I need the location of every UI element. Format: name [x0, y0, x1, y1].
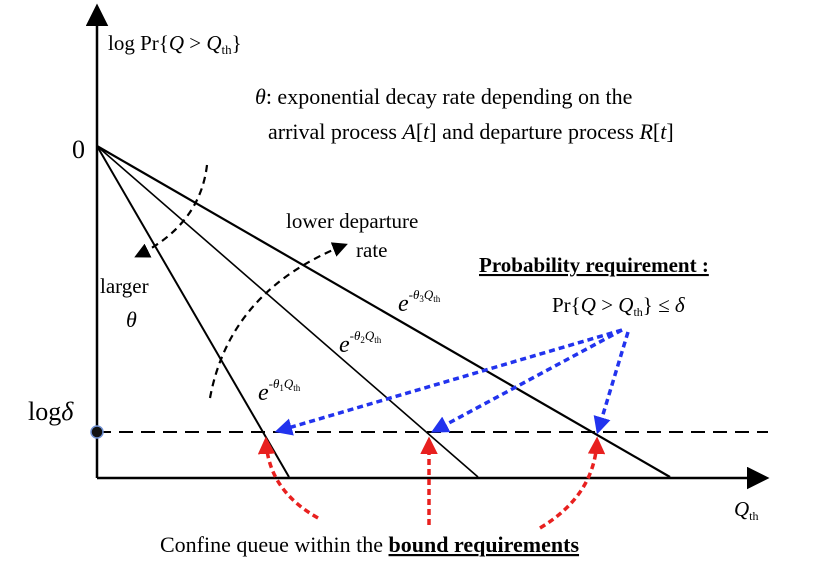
- larger-label: larger: [100, 274, 149, 298]
- lower-departure-rate-label: rate: [356, 238, 387, 262]
- decay-line-theta2: [96, 145, 479, 478]
- larger-theta-symbol: θ: [126, 307, 137, 332]
- x-axis-label: Qth: [734, 497, 759, 523]
- log-delta-point: [90, 425, 104, 439]
- probability-requirement-formula: Pr{Q > Qth} ≤ δ: [552, 293, 686, 319]
- decay-line-theta1: [96, 145, 290, 478]
- red-arrow-to-theta3: [539, 436, 606, 530]
- curve-label-theta3: e-θ3Qth: [398, 287, 441, 317]
- bottom-caption: Confine queue within the bound requireme…: [160, 532, 579, 557]
- zero-label: 0: [72, 135, 85, 164]
- theta-note-line1: θ: exponential decay rate depending on t…: [255, 84, 632, 109]
- curve-label-theta2: e-θ2Qth: [339, 328, 382, 358]
- log-delta-label: logδ: [28, 397, 74, 426]
- blue-arrow-to-theta3: [593, 331, 630, 435]
- red-arrow-to-theta1: [257, 436, 319, 520]
- probability-requirement-title: Probability requirement :: [479, 253, 709, 277]
- theta-note-line2: arrival process A[t] and departure proce…: [268, 119, 674, 144]
- lower-departure-label: lower departure: [286, 209, 418, 233]
- blue-arrow-to-theta1: [274, 328, 623, 436]
- decay-line-theta3: [96, 145, 671, 478]
- curve-label-theta1: e-θ1Qth: [258, 376, 301, 406]
- blue-arrow-to-theta2: [430, 328, 623, 433]
- larger-theta-curved-arrow: [134, 164, 209, 258]
- lower-departure-curved-arrow: [208, 242, 348, 399]
- y-axis-label: log Pr{Q > Qth}: [108, 31, 242, 57]
